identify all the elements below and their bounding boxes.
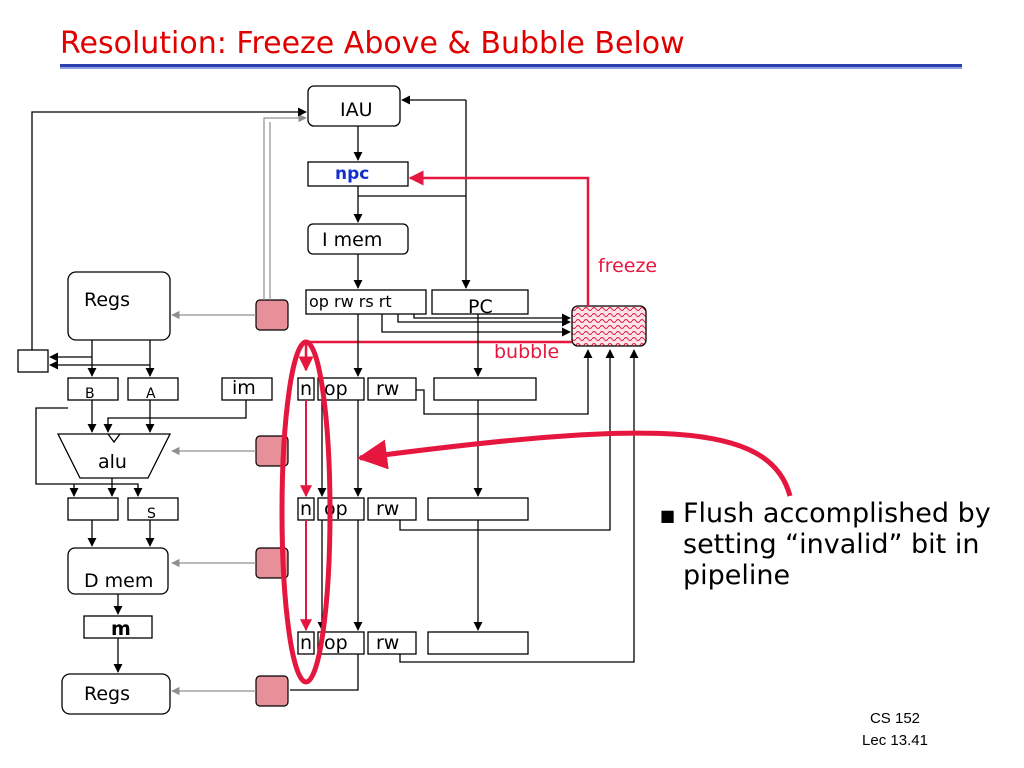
stall-cell-wb: [255, 675, 289, 707]
wb-to-stall-wire: [290, 654, 359, 691]
op-label-wb: op: [324, 632, 348, 654]
pc-field-ex: [433, 377, 537, 401]
a-register: [127, 377, 179, 401]
rw-label-mem: rw: [376, 498, 399, 520]
b-register: [67, 377, 119, 401]
if-register: [305, 289, 427, 315]
branch-to-iau-wire: [31, 107, 307, 350]
op-field-wb: [317, 631, 365, 655]
im-label: im: [232, 377, 256, 399]
if-register-label: op rw rs rt: [309, 292, 392, 311]
bullet-text: Flush accomplished by setting “invalid” …: [683, 498, 991, 591]
a-label: A: [146, 386, 156, 402]
footer-course: CS 152: [869, 710, 921, 727]
npc-register: [307, 161, 409, 187]
iau-box: [307, 85, 401, 127]
m-label: m: [111, 618, 131, 640]
alu-label: alu: [98, 451, 127, 473]
im-to-alu-wire: [103, 400, 247, 433]
b-to-s-wire: [35, 407, 143, 497]
op-label-ex: op: [324, 378, 348, 400]
bubble-label: bubble: [494, 341, 559, 363]
rw-field-ex: [367, 377, 417, 401]
ex-rw-to-hazard-wire: [416, 349, 593, 415]
alu-shape: [56, 433, 172, 479]
mem-rw-to-hazard-wire: [399, 349, 615, 531]
branch-mux: [17, 349, 49, 373]
ifreg-to-hazard-wire: [381, 314, 571, 337]
dmem-label: D mem: [84, 570, 153, 592]
invalid-bit-highlight: [279, 339, 333, 685]
stall-cell-if: [255, 299, 289, 331]
rs-to-hazard-wire: [397, 314, 571, 327]
footer-lecture: Lec 13.41: [862, 732, 928, 749]
s-register: [127, 497, 179, 521]
pc-field-wb: [427, 631, 529, 655]
rw-label-ex: rw: [376, 378, 399, 400]
n-label-ex: n: [300, 378, 312, 400]
callout-pointer: [357, 430, 793, 497]
n-label-wb: n: [300, 632, 312, 654]
alu-result-register: [67, 497, 119, 521]
slide-title: Resolution: Freeze Above & Bubble Below: [60, 26, 685, 61]
n-label-mem: n: [300, 498, 312, 520]
rt-to-hazard-wire: [413, 313, 571, 323]
bullet-item: ■ Flush accomplished by setting “invalid…: [660, 498, 1005, 591]
op-field-ex: [317, 377, 365, 401]
npc-label: npc: [335, 164, 369, 184]
n-bit-wb: [297, 631, 315, 655]
rw-field-wb: [367, 631, 417, 655]
slide-footer: CS 152 Lec 13.41: [840, 708, 950, 752]
alu-notch: [107, 433, 121, 444]
s-label: S: [147, 506, 156, 522]
regs-top-box: [67, 271, 171, 341]
title-rule: [60, 64, 962, 69]
pc-field-mem: [427, 497, 529, 521]
regs-bottom-label: Regs: [84, 683, 130, 705]
pc-register: [431, 289, 529, 315]
hazard-unit: [571, 305, 647, 347]
bullet-square-icon: ■: [660, 506, 676, 525]
rw-label-wb: rw: [376, 632, 399, 654]
b-label: B: [85, 386, 95, 402]
pc-label: PC: [468, 296, 493, 318]
freeze-label: freeze: [598, 255, 657, 277]
im-register: [221, 377, 273, 401]
wb-rw-to-hazard-wire: [399, 349, 639, 663]
iau-enable-line: [263, 113, 307, 300]
imem-label: I mem: [322, 229, 382, 251]
regs-top-label: Regs: [84, 289, 130, 311]
iau-label: IAU: [340, 99, 373, 121]
rw-field-mem: [367, 497, 417, 521]
freeze-wire: [408, 170, 590, 306]
regs-bottom-box: [61, 673, 171, 715]
